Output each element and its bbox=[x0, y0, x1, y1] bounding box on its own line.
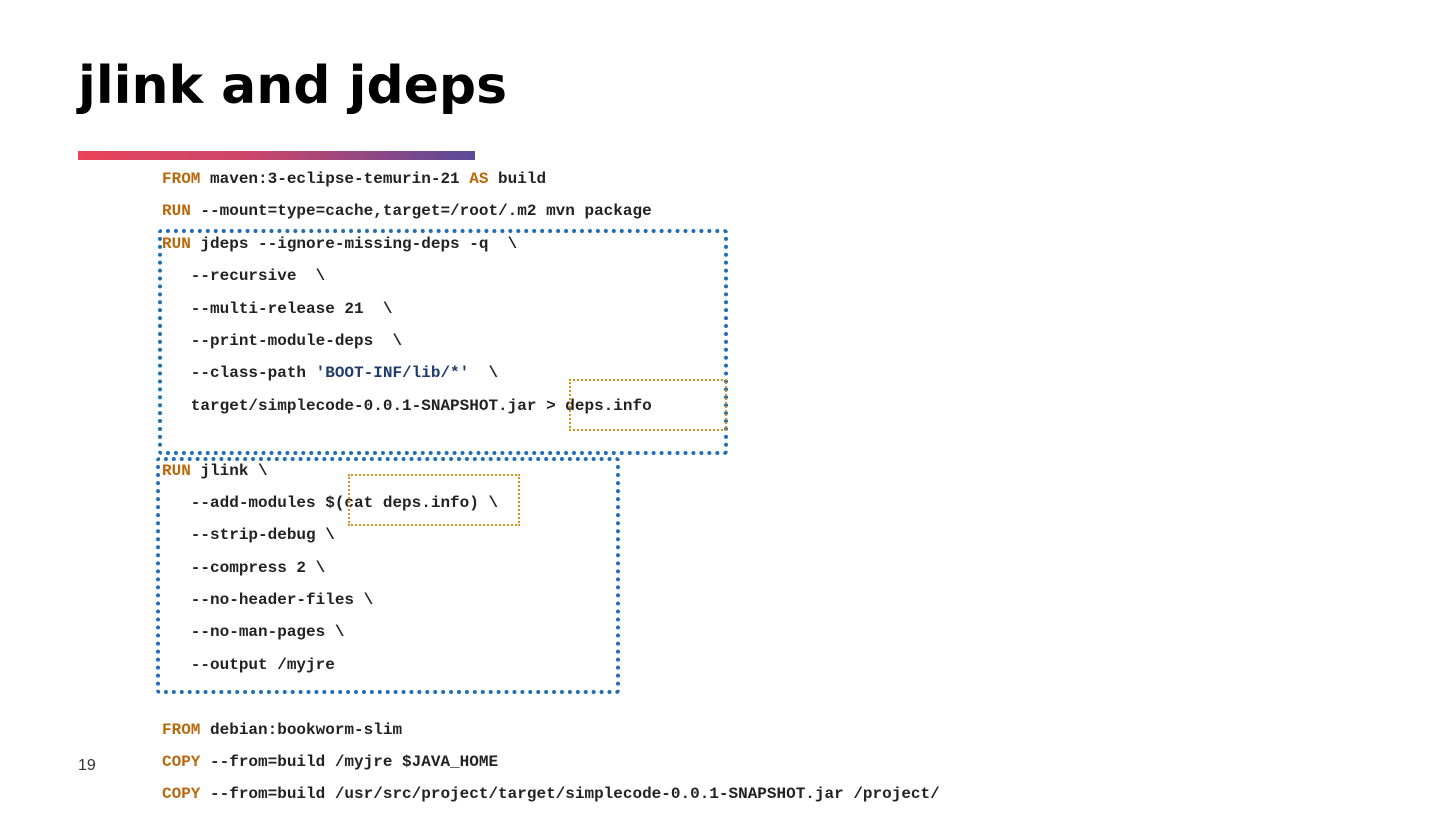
code-text: --multi-release 21 \ bbox=[162, 299, 393, 318]
code-line: --output /myjre bbox=[162, 653, 940, 685]
code-line: COPY --from=build /usr/src/project/targe… bbox=[162, 782, 940, 814]
code-string: 'BOOT-INF/lib/*' bbox=[315, 364, 470, 383]
code-text: --from=build /myjre $JAVA_HOME bbox=[200, 753, 499, 772]
code-line: target/simplecode-0.0.1-SNAPSHOT.jar > d… bbox=[162, 394, 940, 426]
dockerfile-code-block: FROM maven:3-eclipse-temurin-21 AS build… bbox=[162, 167, 940, 815]
code-line: RUN --mount=type=cache,target=/root/.m2 … bbox=[162, 199, 940, 231]
jlink-highlight-box bbox=[156, 457, 620, 694]
code-text: --recursive \ bbox=[162, 267, 326, 286]
code-text: --output /myjre bbox=[162, 655, 335, 674]
code-line: --strip-debug \ bbox=[162, 523, 940, 555]
code-keyword: FROM bbox=[162, 720, 201, 739]
code-text: jlink \ bbox=[190, 461, 268, 480]
code-text: \ bbox=[469, 364, 499, 383]
code-keyword: RUN bbox=[162, 234, 191, 253]
jdeps-highlight-box bbox=[158, 229, 728, 455]
code-line: --no-man-pages \ bbox=[162, 620, 940, 652]
code-line: COPY --from=build /myjre $JAVA_HOME bbox=[162, 750, 940, 782]
code-line: --print-module-deps \ bbox=[162, 329, 940, 361]
code-text: target/simplecode-0.0.1-SNAPSHOT.jar > d… bbox=[162, 396, 652, 415]
code-text: --class-path bbox=[162, 364, 316, 383]
deps-info-input-highlight bbox=[348, 474, 520, 526]
code-line: RUN jlink \ bbox=[162, 459, 940, 491]
code-text: jdeps --ignore-missing-deps -q \ bbox=[190, 234, 518, 253]
code-text: --compress 2 \ bbox=[162, 558, 326, 577]
code-text: debian:bookworm-slim bbox=[200, 720, 403, 739]
code-keyword: FROM bbox=[162, 170, 201, 188]
page-number: 19 bbox=[78, 757, 96, 774]
code-text: --strip-debug \ bbox=[162, 526, 335, 545]
code-line: --compress 2 \ bbox=[162, 556, 940, 588]
code-text: --mount=type=cache,target=/root/.m2 mvn … bbox=[190, 202, 652, 221]
code-keyword: AS bbox=[469, 170, 489, 188]
title-underline-bar bbox=[78, 151, 475, 160]
code-text: --no-man-pages \ bbox=[162, 623, 345, 642]
code-text: maven:3-eclipse-temurin-21 bbox=[200, 170, 470, 188]
code-line: --no-header-files \ bbox=[162, 588, 940, 620]
code-line: RUN jdeps --ignore-missing-deps -q \ bbox=[162, 232, 940, 264]
code-keyword: RUN bbox=[162, 202, 191, 221]
code-text: --from=build /usr/src/project/target/sim… bbox=[200, 785, 940, 804]
code-line: --recursive \ bbox=[162, 264, 940, 296]
code-line: FROM debian:bookworm-slim bbox=[162, 718, 940, 750]
deps-info-output-highlight bbox=[569, 379, 727, 431]
code-text: --no-header-files \ bbox=[162, 591, 374, 610]
slide-title: jlink and jdeps bbox=[78, 56, 508, 116]
code-text: --print-module-deps \ bbox=[162, 331, 403, 350]
code-keyword: COPY bbox=[162, 753, 201, 772]
code-keyword: RUN bbox=[162, 461, 191, 480]
code-line: FROM maven:3-eclipse-temurin-21 AS build bbox=[162, 167, 940, 199]
code-line: --multi-release 21 \ bbox=[162, 297, 940, 329]
code-keyword: COPY bbox=[162, 785, 201, 804]
code-text: build bbox=[488, 170, 547, 188]
code-line: --class-path 'BOOT-INF/lib/*' \ bbox=[162, 361, 940, 393]
